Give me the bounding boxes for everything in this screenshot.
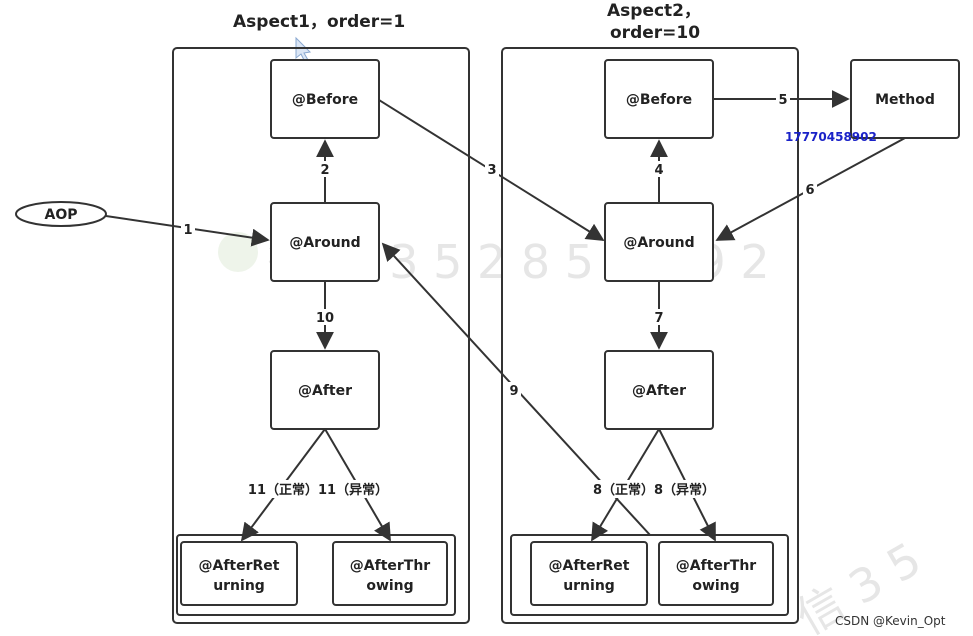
- a2-after-node: @After: [604, 350, 714, 430]
- wechat-watermark-icon: [218, 232, 258, 272]
- a1-around-label: @Around: [289, 235, 360, 251]
- edge-9-label: 9: [509, 384, 518, 399]
- phone-annotation: 17770458902: [785, 130, 877, 144]
- a1-afterreturning-label-1: @AfterRet: [199, 558, 280, 574]
- a2-afterreturning-label-2: urning: [563, 578, 615, 594]
- a1-afterreturning-node: @AfterRet urning: [180, 541, 298, 606]
- a2-afterthrowing-label-2: owing: [692, 578, 739, 594]
- a2-afterthrowing-label-1: @AfterThr: [676, 558, 757, 574]
- a1-around-node: @Around: [270, 202, 380, 282]
- a2-before-label: @Before: [626, 92, 692, 108]
- a1-afterthrowing-label-2: owing: [366, 578, 413, 594]
- a2-afterreturning-node: @AfterRet urning: [530, 541, 648, 606]
- edge-5-label: 5: [778, 93, 787, 108]
- aspect2-title-line1: Aspect2，: [607, 1, 701, 21]
- a2-before-node: @Before: [604, 59, 714, 139]
- aspect1-result-group: [176, 534, 456, 616]
- a1-afterthrowing-node: @AfterThr owing: [332, 541, 448, 606]
- a2-afterthrowing-node: @AfterThr owing: [658, 541, 774, 606]
- aspect2-title-line2: order=10: [610, 23, 700, 43]
- edge-7-label: 7: [654, 311, 663, 326]
- a1-before-label: @Before: [292, 92, 358, 108]
- method-node: Method: [850, 59, 960, 139]
- aop-node: [15, 201, 107, 227]
- aspect2-container: [501, 47, 799, 624]
- method-label: Method: [875, 92, 935, 108]
- edge-11-label: 11（正常）11（异常）: [248, 482, 388, 498]
- edge-6-label: 6: [805, 183, 814, 198]
- a2-afterreturning-label-1: @AfterRet: [549, 558, 630, 574]
- edge-2-label: 2: [320, 163, 329, 178]
- edge-1-label: 1: [183, 223, 192, 238]
- aspect1-title: Aspect1，order=1: [233, 12, 405, 32]
- edge-4-label: 4: [654, 163, 663, 178]
- edge-8-label: 8（正常）8（异常）: [593, 482, 715, 498]
- a1-after-node: @After: [270, 350, 380, 430]
- a2-around-node: @Around: [604, 202, 714, 282]
- aspect1-container: [172, 47, 470, 624]
- a2-after-label: @After: [632, 383, 686, 399]
- csdn-credit: CSDN @Kevin_Opt: [835, 614, 946, 628]
- mouse-cursor-icon: [295, 36, 312, 63]
- a1-afterthrowing-label-1: @AfterThr: [350, 558, 431, 574]
- a2-around-label: @Around: [623, 235, 694, 251]
- edge-labels: 1 2 3 4 5 6 7 8（正常）8（异常） 9 10 11（正常）11（异…: [181, 91, 817, 498]
- a1-afterreturning-label-2: urning: [213, 578, 265, 594]
- edge-10-label: 10: [316, 311, 334, 326]
- aop-label: AOP: [45, 207, 78, 223]
- a1-before-node: @Before: [270, 59, 380, 139]
- a1-after-label: @After: [298, 383, 352, 399]
- edge-3-label: 3: [487, 163, 496, 178]
